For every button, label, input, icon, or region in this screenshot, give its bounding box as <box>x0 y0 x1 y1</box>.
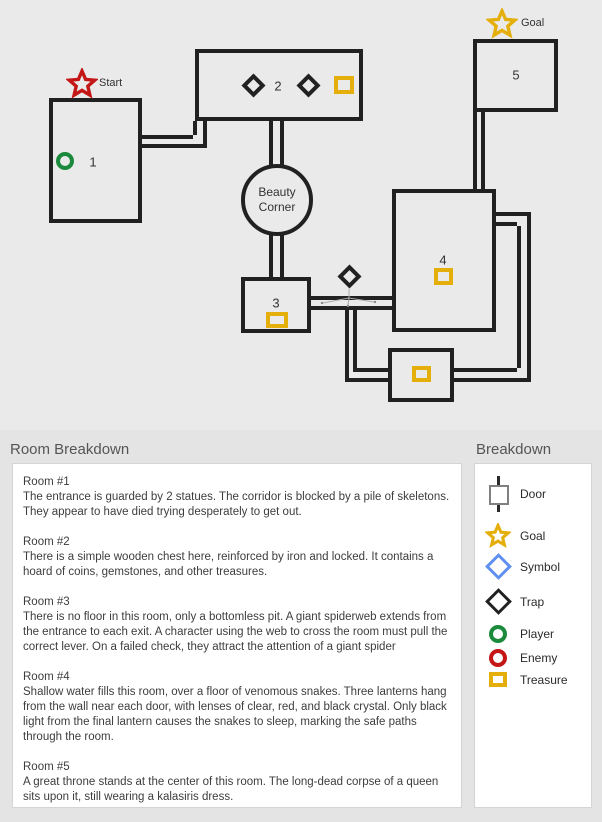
room-5 <box>473 39 558 112</box>
legend-label-trap: Trap <box>520 594 545 609</box>
room-5-entry-description: A great throne stands at the center of t… <box>23 776 439 803</box>
legend-item-symbol: Symbol <box>484 553 561 580</box>
symbol-diamond-icon <box>484 553 512 580</box>
room-3-entry-description: There is no floor in this room, only a b… <box>23 611 448 653</box>
corridor-1-2 <box>142 144 207 148</box>
room-1-number: 1 <box>89 154 97 170</box>
room-1-entry: Room #1 The entrance is guarded by 2 sta… <box>23 475 453 520</box>
corridor-loop-bottom <box>450 368 517 372</box>
corridor-2-hub <box>280 117 284 168</box>
corridor-3-4 <box>307 306 396 310</box>
room-breakdown-panel[interactable]: Room #1 The entrance is guarded by 2 sta… <box>12 463 462 808</box>
legend-item-player: Player <box>485 625 554 643</box>
legend-label-treasure: Treasure <box>520 672 568 687</box>
legend-item-trap: Trap <box>484 588 545 615</box>
room-5-entry: Room #5 A great throne stands at the cen… <box>23 760 453 805</box>
corridor-1-2 <box>193 121 197 135</box>
room-4 <box>392 189 496 332</box>
room-2-entry-description: There is a simple wooden chest here, rei… <box>23 551 434 578</box>
beauty-corner-hub: Beauty Corner <box>241 164 313 236</box>
treasure-icon <box>334 76 354 94</box>
goal-label: Goal <box>521 17 545 29</box>
treasure-icon <box>412 366 431 382</box>
beauty-corner-label: Beauty Corner <box>258 185 296 214</box>
corridor-loop-right <box>527 212 531 382</box>
room-1-entry-description: The entrance is guarded by 2 statues. Th… <box>23 491 450 518</box>
enemy-circle-icon <box>489 649 507 667</box>
legend-label-goal: Goal <box>520 528 546 543</box>
treasure-square-icon <box>489 672 507 687</box>
corridor-1-2 <box>203 121 207 144</box>
legend-panel: Door Goal Symbol Tra <box>474 463 592 808</box>
room-4-entry-description: Shallow water fills this room, over a fl… <box>23 686 447 743</box>
player-circle-icon <box>56 152 74 170</box>
room-4-entry: Room #4 Shallow water fills this room, o… <box>23 670 453 745</box>
legend-item-enemy: Enemy <box>485 649 557 667</box>
corridor-loop-left <box>345 310 349 382</box>
corridor-4-loop <box>492 212 531 216</box>
corridor-hub-3 <box>269 232 273 281</box>
corridor-4-loop <box>492 222 517 226</box>
legend-item-goal: Goal <box>485 523 545 548</box>
legend-label-player: Player <box>520 627 555 641</box>
room-3-entry-title: Room #3 <box>23 596 70 608</box>
dungeon-map: Beauty Corner 1 2 3 4 5 <box>49 6 558 402</box>
player-circle-icon <box>489 625 507 643</box>
legend-label-symbol: Symbol <box>520 559 561 574</box>
room-2-entry: Room #2 There is a simple wooden chest h… <box>23 535 453 580</box>
trap-diamond-icon <box>484 588 512 615</box>
legend-label-enemy: Enemy <box>520 651 558 665</box>
corridor-5-4 <box>481 108 485 193</box>
legend-item-door: Door <box>485 476 546 512</box>
room-5-entry-title: Room #5 <box>23 761 70 773</box>
start-label: Start <box>99 77 123 89</box>
corridor-3-4 <box>307 296 396 300</box>
room-3 <box>241 277 311 333</box>
room-breakdown-title: Room Breakdown <box>10 441 130 458</box>
legend-title: Breakdown <box>476 441 552 458</box>
door-icon <box>488 476 509 512</box>
room-5-number: 5 <box>512 67 520 83</box>
goal-star-icon <box>485 523 511 548</box>
legend-item-treasure: Treasure <box>485 672 568 687</box>
corridor-loop-bottom <box>353 368 392 372</box>
corridor-5-4 <box>473 108 477 193</box>
corridor-2-hub <box>269 117 273 168</box>
room-2-number: 2 <box>274 78 282 94</box>
corridor-loop-bottom <box>450 378 531 382</box>
room-3-entry: Room #3 There is no floor in this room, … <box>23 595 453 655</box>
treasure-icon <box>434 268 453 285</box>
corridor-1-2 <box>142 135 193 139</box>
room-4-number: 4 <box>439 252 447 268</box>
corridor-hub-3 <box>280 232 284 281</box>
breakdown-section: Room Breakdown Breakdown Room #1 The ent… <box>0 430 602 822</box>
room-4-entry-title: Room #4 <box>23 671 70 683</box>
room-1-entry-title: Room #1 <box>23 476 70 488</box>
room-2-entry-title: Room #2 <box>23 536 70 548</box>
corridor-loop-left <box>353 310 357 368</box>
legend-label-door: Door <box>520 487 547 501</box>
corridor-loop-bottom <box>345 378 392 382</box>
room-3-number: 3 <box>272 295 280 311</box>
treasure-icon <box>266 312 288 328</box>
corridor-loop-right <box>517 226 521 368</box>
start-star-icon <box>65 66 99 104</box>
trap-icon <box>337 264 362 289</box>
goal-star-icon <box>485 6 519 44</box>
